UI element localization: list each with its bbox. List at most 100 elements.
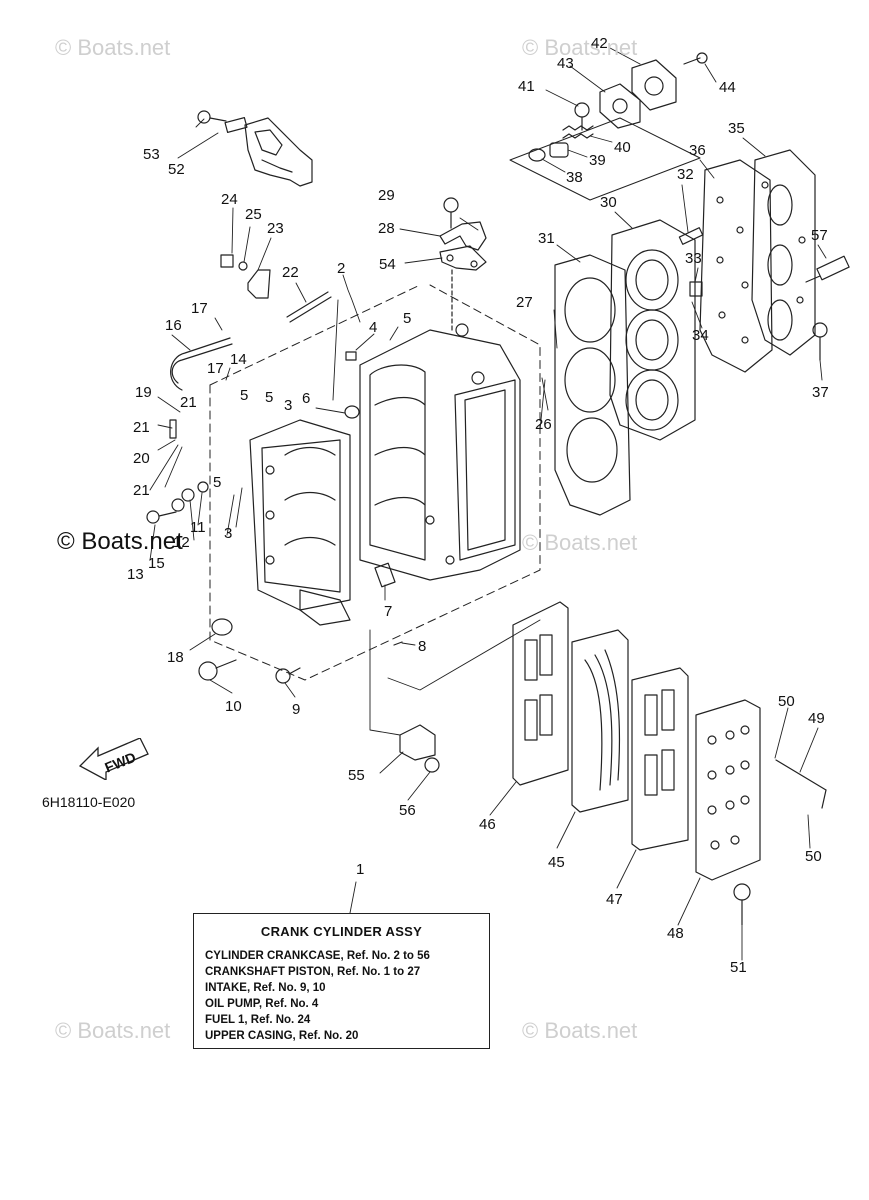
callout-29[interactable]: 29 [378, 187, 395, 204]
callout-16[interactable]: 16 [165, 317, 182, 334]
callout-41[interactable]: 41 [518, 78, 535, 95]
callout-32[interactable]: 32 [677, 166, 694, 183]
gasket-43 [599, 83, 641, 129]
callout-35[interactable]: 35 [728, 120, 745, 137]
watermark: © Boats.net [522, 530, 638, 555]
callout-6[interactable]: 6 [302, 390, 311, 407]
callout-31[interactable]: 31 [538, 230, 555, 247]
callout-7[interactable]: 7 [384, 603, 393, 620]
spark-plug-57 [805, 255, 850, 283]
spring-40 [562, 125, 594, 139]
callout-48[interactable]: 48 [667, 925, 684, 942]
bolt-44 [683, 52, 708, 65]
callout-17b[interactable]: 17 [207, 360, 224, 377]
callout-37[interactable]: 37 [812, 384, 829, 401]
watermark: © Boats.net [57, 528, 183, 555]
callout-44[interactable]: 44 [719, 79, 736, 96]
cylinder-head-30 [609, 219, 696, 441]
callout-49[interactable]: 49 [808, 710, 825, 727]
callout-11[interactable]: 11 [190, 519, 206, 536]
callout-21c[interactable]: 21 [133, 482, 150, 499]
callout-34[interactable]: 34 [692, 327, 709, 344]
nipple-4 [345, 351, 357, 361]
callout-21b[interactable]: 21 [133, 419, 150, 436]
callout-14[interactable]: 14 [230, 351, 247, 368]
thermostat-39 [549, 142, 569, 158]
washer-25 [238, 261, 248, 271]
callout-23[interactable]: 23 [267, 220, 284, 237]
callout-54[interactable]: 54 [379, 256, 396, 273]
callout-4[interactable]: 4 [369, 319, 378, 336]
gasket-36 [699, 159, 773, 373]
callout-42[interactable]: 42 [591, 35, 608, 52]
legend-box: CRANK CYLINDER ASSY CYLINDER CRANKCASE, … [193, 913, 490, 1049]
callout-38[interactable]: 38 [566, 169, 583, 186]
callout-51[interactable]: 51 [730, 959, 747, 976]
callout-57[interactable]: 57 [811, 227, 828, 244]
clip-21 [169, 419, 177, 439]
head-cover-35 [751, 149, 816, 356]
gasket-38 [528, 148, 546, 162]
callout-53[interactable]: 53 [143, 146, 160, 163]
callout-25[interactable]: 25 [245, 206, 262, 223]
callout-26[interactable]: 26 [535, 416, 552, 433]
bolt-29 [443, 197, 459, 229]
seal-18 [211, 618, 233, 636]
callout-47[interactable]: 47 [606, 891, 623, 908]
bolt-33 [689, 281, 703, 297]
bolt-32 [678, 227, 704, 245]
exhaust-gasket-46 [512, 601, 569, 786]
callout-15[interactable]: 15 [148, 555, 165, 572]
callout-17[interactable]: 17 [191, 300, 208, 317]
exhaust-plate-45 [571, 629, 629, 813]
callout-18[interactable]: 18 [167, 649, 184, 666]
callout-46[interactable]: 46 [479, 816, 496, 833]
callout-19[interactable]: 19 [135, 384, 152, 401]
callout-40[interactable]: 40 [614, 139, 631, 156]
callout-36[interactable]: 36 [689, 142, 706, 159]
crankcase-dashed-outline [209, 284, 541, 681]
callout-5[interactable]: 5 [403, 310, 412, 327]
bolt-13 [146, 510, 177, 524]
callout-21[interactable]: 21 [180, 394, 197, 411]
callout-5b[interactable]: 5 [240, 387, 249, 404]
callout-50b[interactable]: 50 [805, 848, 822, 865]
callout-2[interactable]: 2 [337, 260, 346, 277]
fitting-41 [574, 102, 590, 131]
washer-15 [171, 498, 185, 512]
callout-56[interactable]: 56 [399, 802, 416, 819]
callout-22[interactable]: 22 [282, 264, 299, 281]
callout-33[interactable]: 33 [685, 250, 702, 267]
sleeve-7 [374, 562, 396, 588]
callout-55[interactable]: 55 [348, 767, 365, 784]
legend-line: UPPER CASING, Ref. No. 20 [205, 1030, 359, 1042]
callout-3[interactable]: 3 [284, 397, 293, 414]
callout-12[interactable]: 12 [173, 534, 190, 551]
callout-20[interactable]: 20 [133, 450, 150, 467]
legend-ref-number: 1 [356, 861, 365, 878]
callout-10[interactable]: 10 [225, 698, 242, 715]
callout-24[interactable]: 24 [221, 191, 238, 208]
watermark: © Boats.net [55, 1018, 171, 1043]
callout-5c[interactable]: 5 [265, 389, 274, 406]
watermark: © Boats.net [522, 35, 638, 60]
callout-5d[interactable]: 5 [213, 474, 222, 491]
callout-28[interactable]: 28 [378, 220, 395, 237]
callout-3b[interactable]: 3 [224, 525, 233, 542]
watermark: © Boats.net [522, 1018, 638, 1043]
callout-45[interactable]: 45 [548, 854, 565, 871]
callout-8[interactable]: 8 [418, 638, 427, 655]
exhaust-gasket-47 [631, 667, 689, 851]
thermostat-cover-42 [631, 59, 677, 111]
callout-52[interactable]: 52 [168, 161, 185, 178]
callout-43[interactable]: 43 [557, 55, 574, 72]
callout-50[interactable]: 50 [778, 693, 795, 710]
callout-27[interactable]: 27 [516, 294, 533, 311]
callout-9[interactable]: 9 [292, 701, 301, 718]
pin-8 [393, 641, 403, 646]
callout-30[interactable]: 30 [600, 194, 617, 211]
callout-13[interactable]: 13 [127, 566, 144, 583]
callout-39[interactable]: 39 [589, 152, 606, 169]
bracket-52 [224, 116, 313, 187]
